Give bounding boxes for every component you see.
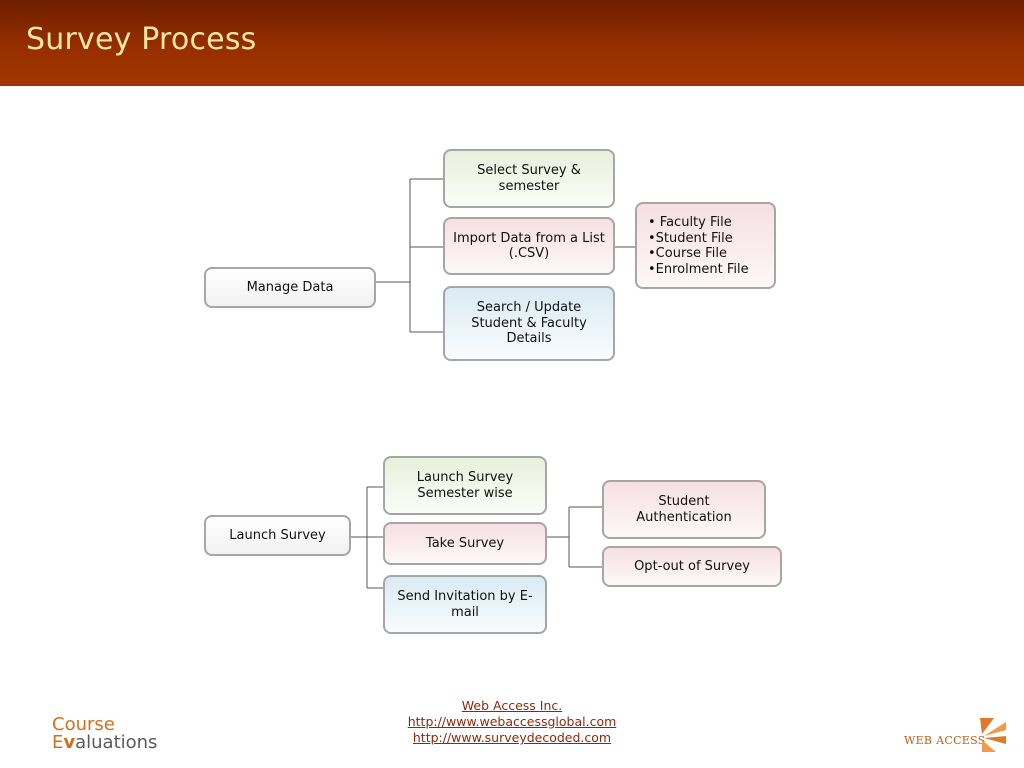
- file-list: • Faculty File •Student File •Course Fil…: [648, 215, 749, 277]
- send-invitation-node: Send Invitation by E-mail: [383, 575, 547, 634]
- search-update-node: Search / Update Student & Faculty Detail…: [443, 286, 615, 361]
- search-update-label: Search / Update Student & Faculty Detail…: [471, 300, 587, 347]
- logo-course-text: Course: [52, 714, 115, 735]
- logo-evaluations-line: Evaluations: [52, 734, 157, 752]
- take-survey-node: Take Survey: [383, 522, 547, 565]
- import-data-label: Import Data from a List (.CSV): [453, 230, 605, 262]
- launch-semester-node: Launch Survey Semester wise: [383, 456, 547, 515]
- logo-check-mark: v: [63, 732, 76, 753]
- webaccess-url-link[interactable]: http://www.webaccessglobal.com: [407, 714, 617, 729]
- file-list-item: •Student File: [648, 230, 733, 246]
- footer-links: Web Access Inc. http://www.webaccessglob…: [0, 698, 1024, 746]
- file-list-item: • Faculty File: [648, 215, 732, 230]
- select-survey-label: Select Survey & semester: [477, 163, 581, 194]
- send-invitation-label: Send Invitation by E-mail: [397, 589, 533, 620]
- course-evaluations-logo: Course Evaluations: [52, 716, 157, 752]
- launch-survey-label: Launch Survey: [229, 527, 326, 543]
- select-survey-node: Select Survey & semester: [443, 149, 615, 208]
- web-access-logo-icon: [980, 718, 1006, 752]
- file-list-item: •Enrolment File: [648, 261, 749, 277]
- logo-e-letter: E: [52, 732, 64, 753]
- import-data-node: Import Data from a List (.CSV): [443, 217, 615, 275]
- slide-header: Survey Process: [0, 0, 1024, 86]
- manage-data-node: Manage Data: [204, 267, 376, 308]
- take-survey-label: Take Survey: [425, 535, 505, 551]
- surveydecoded-url-link[interactable]: http://www.surveydecoded.com: [412, 730, 612, 745]
- manage-data-label: Manage Data: [246, 279, 334, 295]
- student-auth-node: Student Authentication: [602, 480, 766, 539]
- file-list-item: •Course File: [648, 246, 727, 261]
- student-auth-label: Student Authentication: [636, 494, 732, 525]
- slide-title: Survey Process: [26, 22, 257, 57]
- launch-survey-node: Launch Survey: [204, 515, 351, 556]
- file-list-node: • Faculty File •Student File •Course Fil…: [635, 202, 776, 289]
- company-link[interactable]: Web Access Inc.: [461, 698, 563, 713]
- opt-out-node: Opt-out of Survey: [602, 546, 782, 587]
- launch-semester-label: Launch Survey Semester wise: [416, 470, 514, 501]
- logo-evaluations-text: aluations: [75, 732, 158, 753]
- opt-out-label: Opt-out of Survey: [634, 558, 750, 574]
- web-access-logo-text: WEB ACCESS: [904, 734, 986, 747]
